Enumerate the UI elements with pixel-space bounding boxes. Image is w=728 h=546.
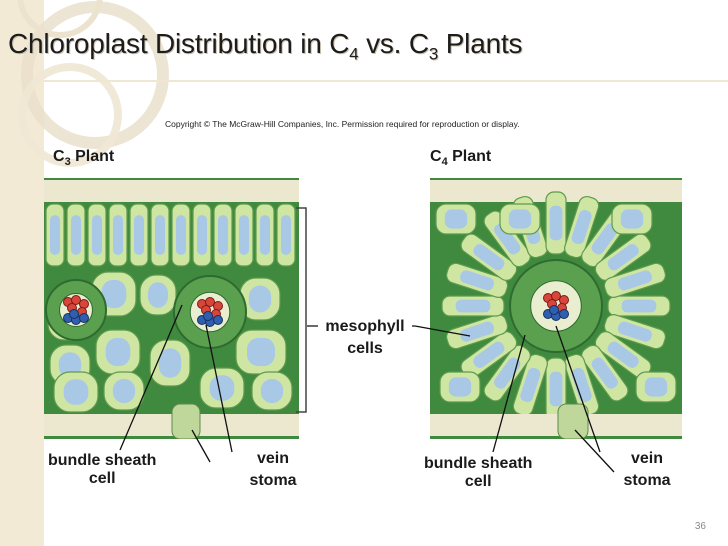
cell-vacuole — [460, 270, 495, 291]
cell-vacuole — [259, 215, 271, 255]
cell-vacuole — [571, 210, 592, 245]
cell-vacuole — [494, 357, 521, 389]
cell-vacuole — [105, 337, 131, 367]
cell-vacuole — [607, 341, 639, 368]
cell-vacuole — [147, 282, 169, 308]
decorative-rings — [17, 0, 169, 167]
page-number: 36 — [694, 521, 706, 532]
cell-vacuole — [209, 375, 235, 401]
radial-mesophyll-group — [564, 195, 600, 259]
cell-vacuole — [101, 279, 127, 309]
cell-vacuole — [607, 244, 639, 271]
phloem-cell — [69, 309, 79, 319]
cell-vacuole — [591, 223, 618, 255]
cell-vacuole — [617, 270, 652, 291]
c3-leaf-section — [44, 178, 299, 439]
xylem-cell — [205, 297, 215, 307]
mesophyll-label: mesophyll cells — [318, 316, 412, 360]
cell-vacuole — [448, 377, 472, 397]
title-rule — [44, 80, 728, 82]
xylem-cell — [551, 291, 561, 301]
xylem-cell — [71, 295, 81, 305]
page-title: Chloroplast Distribution in C4 vs. C3 Pl… — [8, 28, 523, 64]
cell-vacuole — [549, 371, 563, 407]
cell-vacuole — [494, 223, 521, 255]
phloem-cell — [559, 309, 569, 319]
radial-mesophyll-group — [581, 344, 629, 402]
cell-vacuole — [549, 205, 563, 241]
cell-vacuole — [455, 299, 491, 313]
cell-vacuole — [508, 209, 532, 229]
radial-mesophyll-group — [445, 314, 509, 350]
cell-vacuole — [196, 215, 208, 255]
c4-lower-epidermis — [430, 414, 682, 436]
cell-vacuole — [238, 215, 250, 255]
radial-mesophyll-group — [441, 295, 505, 317]
cell-vacuole — [175, 215, 187, 255]
radial-mesophyll-group — [460, 233, 518, 281]
cell-vacuole — [473, 244, 505, 271]
c4-stoma — [557, 403, 589, 439]
c4-upper-epidermis — [430, 180, 682, 202]
c3-plant-label: C3 Plant — [53, 148, 115, 169]
cell-vacuole — [260, 378, 284, 404]
cell-vacuole — [158, 348, 182, 378]
cell-vacuole — [112, 215, 124, 255]
radial-mesophyll-group — [607, 295, 671, 317]
cell-vacuole — [133, 215, 145, 255]
radial-mesophyll-group — [594, 233, 652, 281]
phloem-cell — [549, 305, 559, 315]
radial-mesophyll-group — [603, 314, 667, 350]
cell-vacuole — [520, 367, 541, 402]
cell-vacuole — [591, 357, 618, 389]
copyright-notice: Copyright © The McGraw-Hill Companies, I… — [165, 119, 520, 129]
radial-mesophyll-group — [445, 262, 509, 298]
phloem-cell — [203, 311, 213, 321]
left-bundle-sheath-label: bundle sheath cell — [48, 452, 157, 487]
cell-vacuole — [460, 321, 495, 342]
c4-plant-label: C4 Plant — [430, 148, 492, 169]
right-bundle-sheath-label: bundle sheath cell — [424, 455, 533, 490]
sidebar-strip — [0, 0, 44, 546]
cell-vacuole — [644, 377, 668, 397]
cell-vacuole — [248, 285, 272, 313]
cell-vacuole — [280, 215, 292, 255]
right-vein-stoma-label: vein stoma — [623, 450, 671, 489]
cell-vacuole — [217, 215, 229, 255]
c3-stoma — [171, 403, 201, 439]
c3-upper-epidermis — [44, 180, 299, 202]
cell-vacuole — [621, 299, 657, 313]
c4-leaf-section — [430, 178, 682, 439]
left-vein-stoma-label: vein stoma — [249, 450, 297, 489]
cell-vacuole — [154, 215, 166, 255]
cell-vacuole — [91, 215, 103, 255]
cell-vacuole — [49, 215, 61, 255]
cell-vacuole — [571, 367, 592, 402]
cell-vacuole — [63, 379, 89, 405]
mesophyll-bracket — [296, 207, 307, 413]
cell-vacuole — [620, 209, 644, 229]
cell-vacuole — [444, 209, 468, 229]
cell-vacuole — [617, 321, 652, 342]
phloem-cell — [79, 313, 89, 323]
cell-vacuole — [112, 378, 136, 404]
radial-mesophyll-group — [603, 262, 667, 298]
radial-mesophyll-group — [545, 191, 567, 255]
cell-vacuole — [247, 337, 275, 367]
cell-vacuole — [473, 341, 505, 368]
phloem-cell — [213, 315, 223, 325]
cell-vacuole — [70, 215, 82, 255]
radial-mesophyll-group — [545, 357, 567, 421]
